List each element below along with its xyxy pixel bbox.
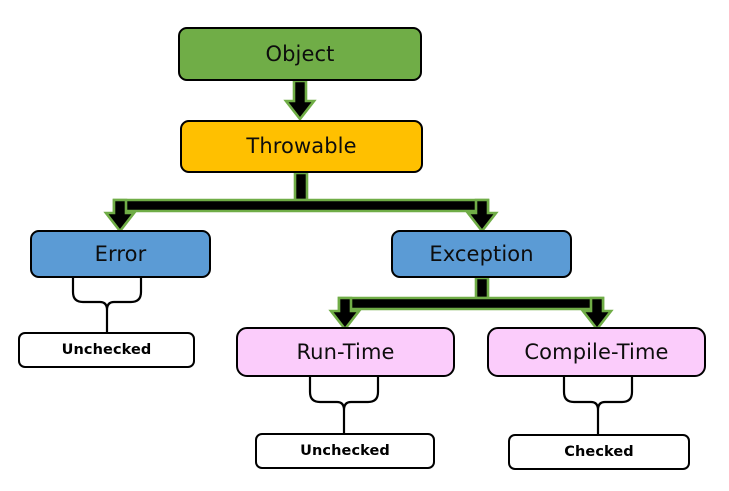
brace-error-to-unchecked: [71, 276, 143, 334]
edge-exception-branch: [328, 276, 614, 332]
node-run-time[interactable]: Run-Time: [236, 327, 455, 377]
node-compile-time-label: Compile-Time: [524, 339, 669, 364]
node-error-label: Error: [94, 241, 147, 266]
node-compile-checked-label: Checked: [564, 443, 634, 460]
edge-object-to-throwable: [283, 79, 317, 122]
node-object-label: Object: [265, 41, 335, 66]
node-runtime-unchecked-label: Unchecked: [300, 442, 390, 459]
node-error-unchecked[interactable]: Unchecked: [18, 332, 195, 368]
edge-throwable-branch: [103, 171, 499, 234]
node-object[interactable]: Object: [178, 27, 422, 81]
node-runtime-unchecked[interactable]: Unchecked: [255, 433, 435, 469]
node-error[interactable]: Error: [30, 230, 211, 278]
node-compile-time[interactable]: Compile-Time: [487, 327, 706, 377]
brace-compiletime-to-checked: [562, 375, 634, 436]
node-exception[interactable]: Exception: [391, 230, 572, 278]
brace-runtime-to-unchecked: [308, 375, 380, 435]
node-error-unchecked-label: Unchecked: [61, 341, 152, 358]
node-exception-label: Exception: [429, 241, 534, 266]
node-compile-checked[interactable]: Checked: [508, 434, 690, 470]
node-run-time-label: Run-Time: [296, 339, 395, 364]
node-throwable[interactable]: Throwable: [180, 120, 423, 173]
node-throwable-label: Throwable: [246, 134, 357, 158]
